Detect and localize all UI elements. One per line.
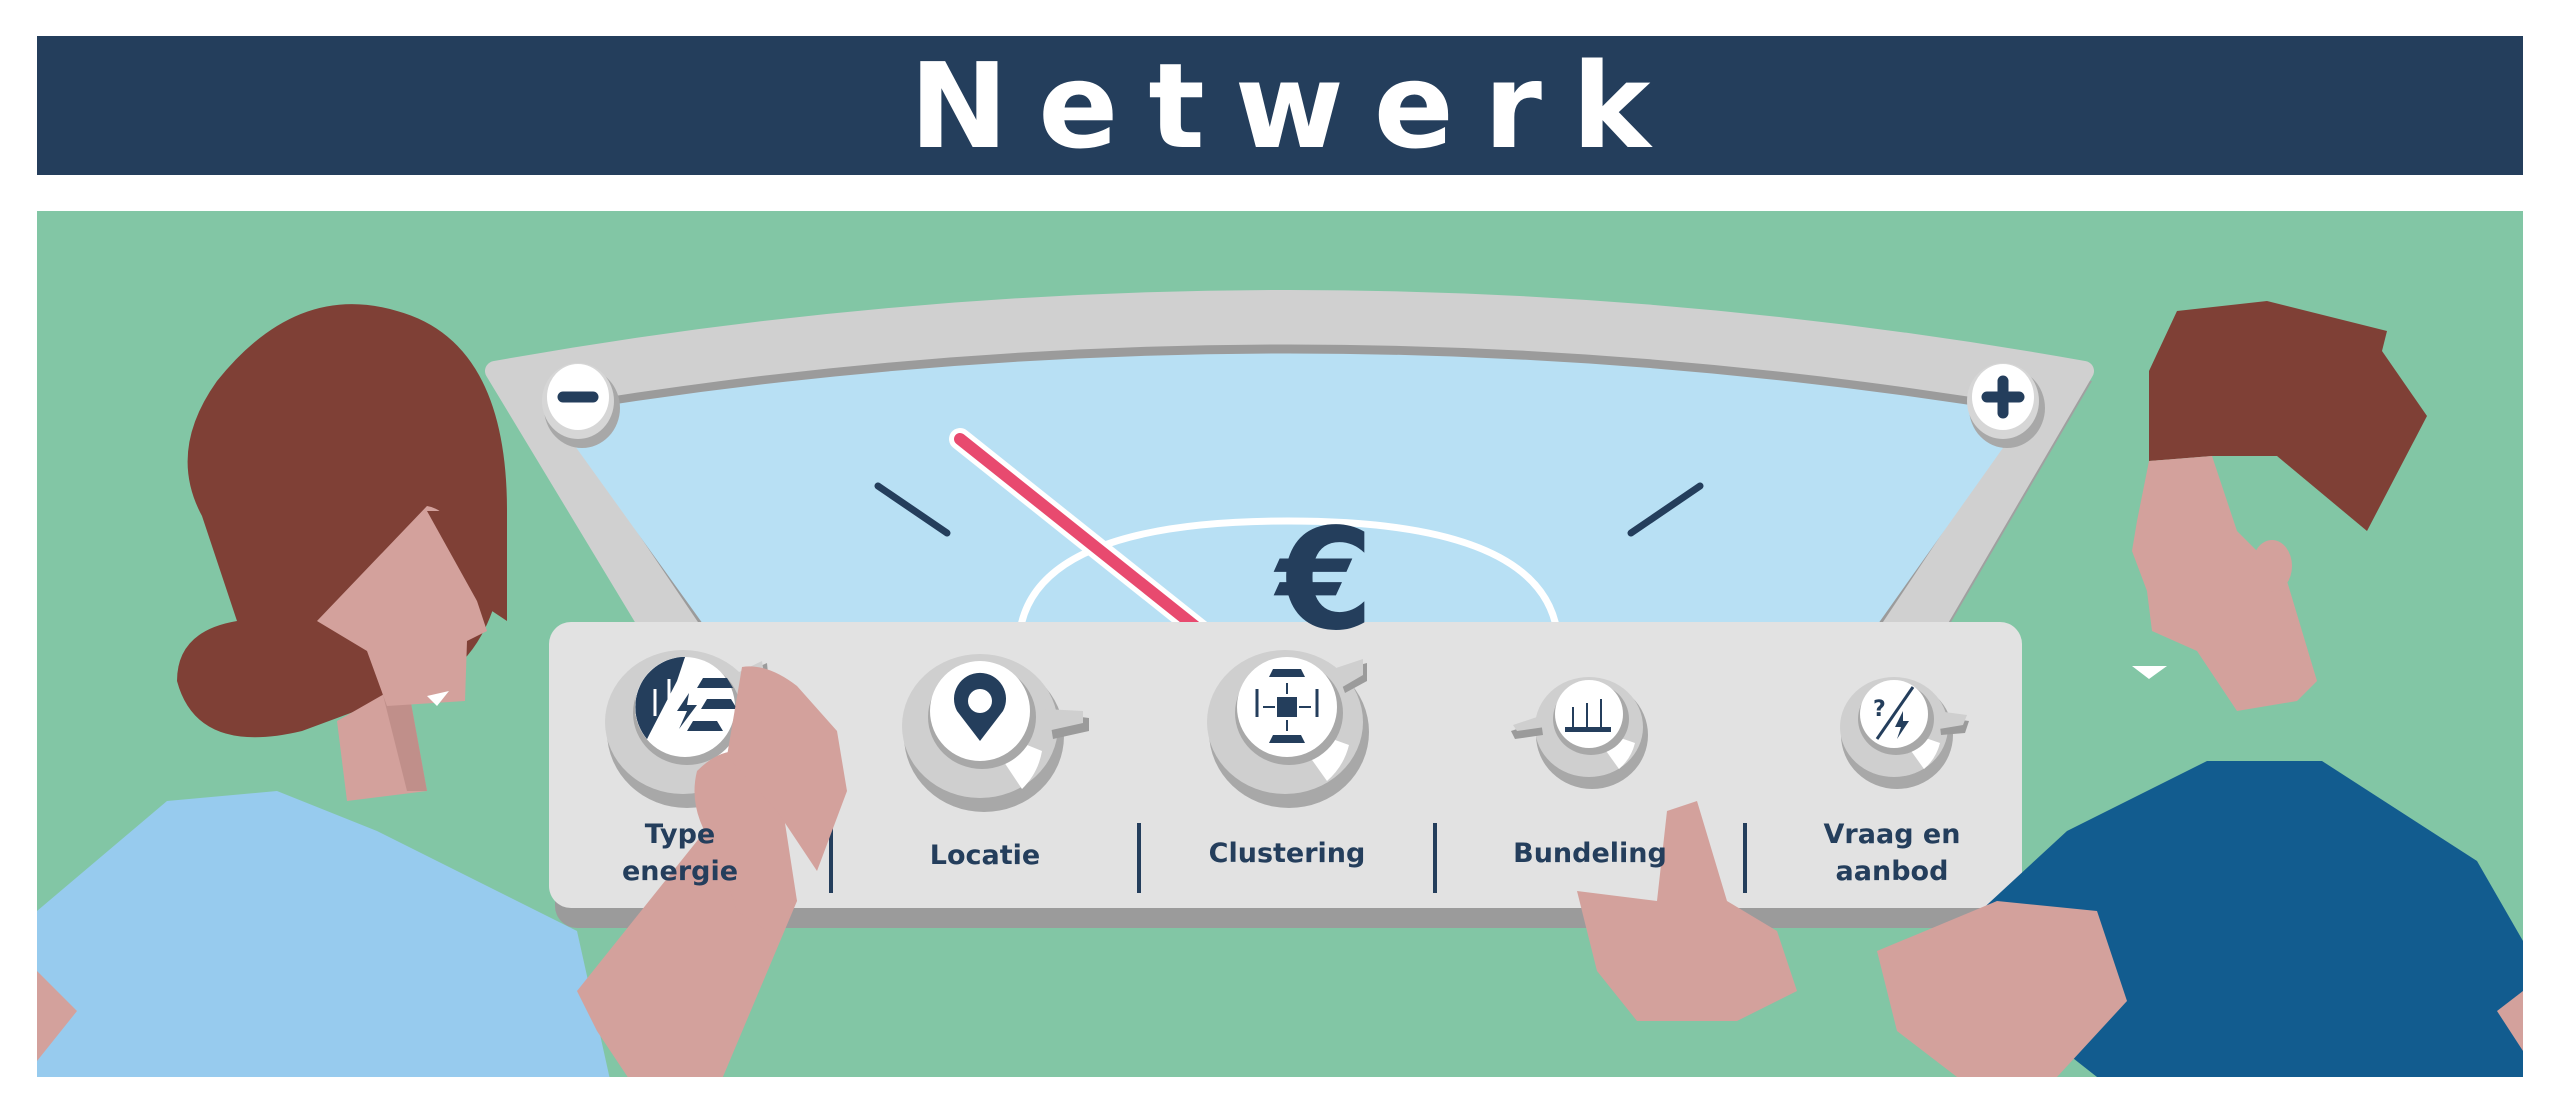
label-bundeling: Bundeling — [1513, 838, 1667, 869]
wind-farm-icon — [1565, 699, 1611, 732]
knob-vraag-en-aanbod[interactable]: ? — [1840, 677, 1969, 789]
man-character — [1577, 301, 2523, 1077]
label-type-energie: Type energie — [621, 819, 739, 887]
plus-button[interactable] — [1967, 363, 2045, 448]
label-locatie: Locatie — [929, 840, 1041, 871]
cluster-icon — [1255, 669, 1319, 743]
header-bar: Netwerk — [37, 36, 2523, 175]
knob-bundeling[interactable] — [1511, 677, 1648, 789]
woman-character — [37, 304, 847, 1077]
tick-right — [1627, 482, 1704, 537]
knob-locatie[interactable] — [902, 654, 1089, 812]
gauge — [485, 290, 2094, 647]
minus-button[interactable] — [542, 363, 620, 448]
euro-symbol: € — [1276, 499, 1374, 662]
page-title: Netwerk — [909, 36, 1681, 175]
knob-clustering[interactable] — [1207, 650, 1369, 808]
supply-demand-icon: ? — [1873, 686, 1915, 740]
gauge-needle — [954, 433, 1213, 642]
label-vraag-en-aanbod: Vraag en aanbod — [1823, 819, 1961, 887]
svg-text:?: ? — [1873, 697, 1886, 722]
tick-left — [874, 482, 951, 537]
illustration-scene: ? — [37, 211, 2523, 1077]
label-clustering: Clustering — [1208, 838, 1366, 869]
